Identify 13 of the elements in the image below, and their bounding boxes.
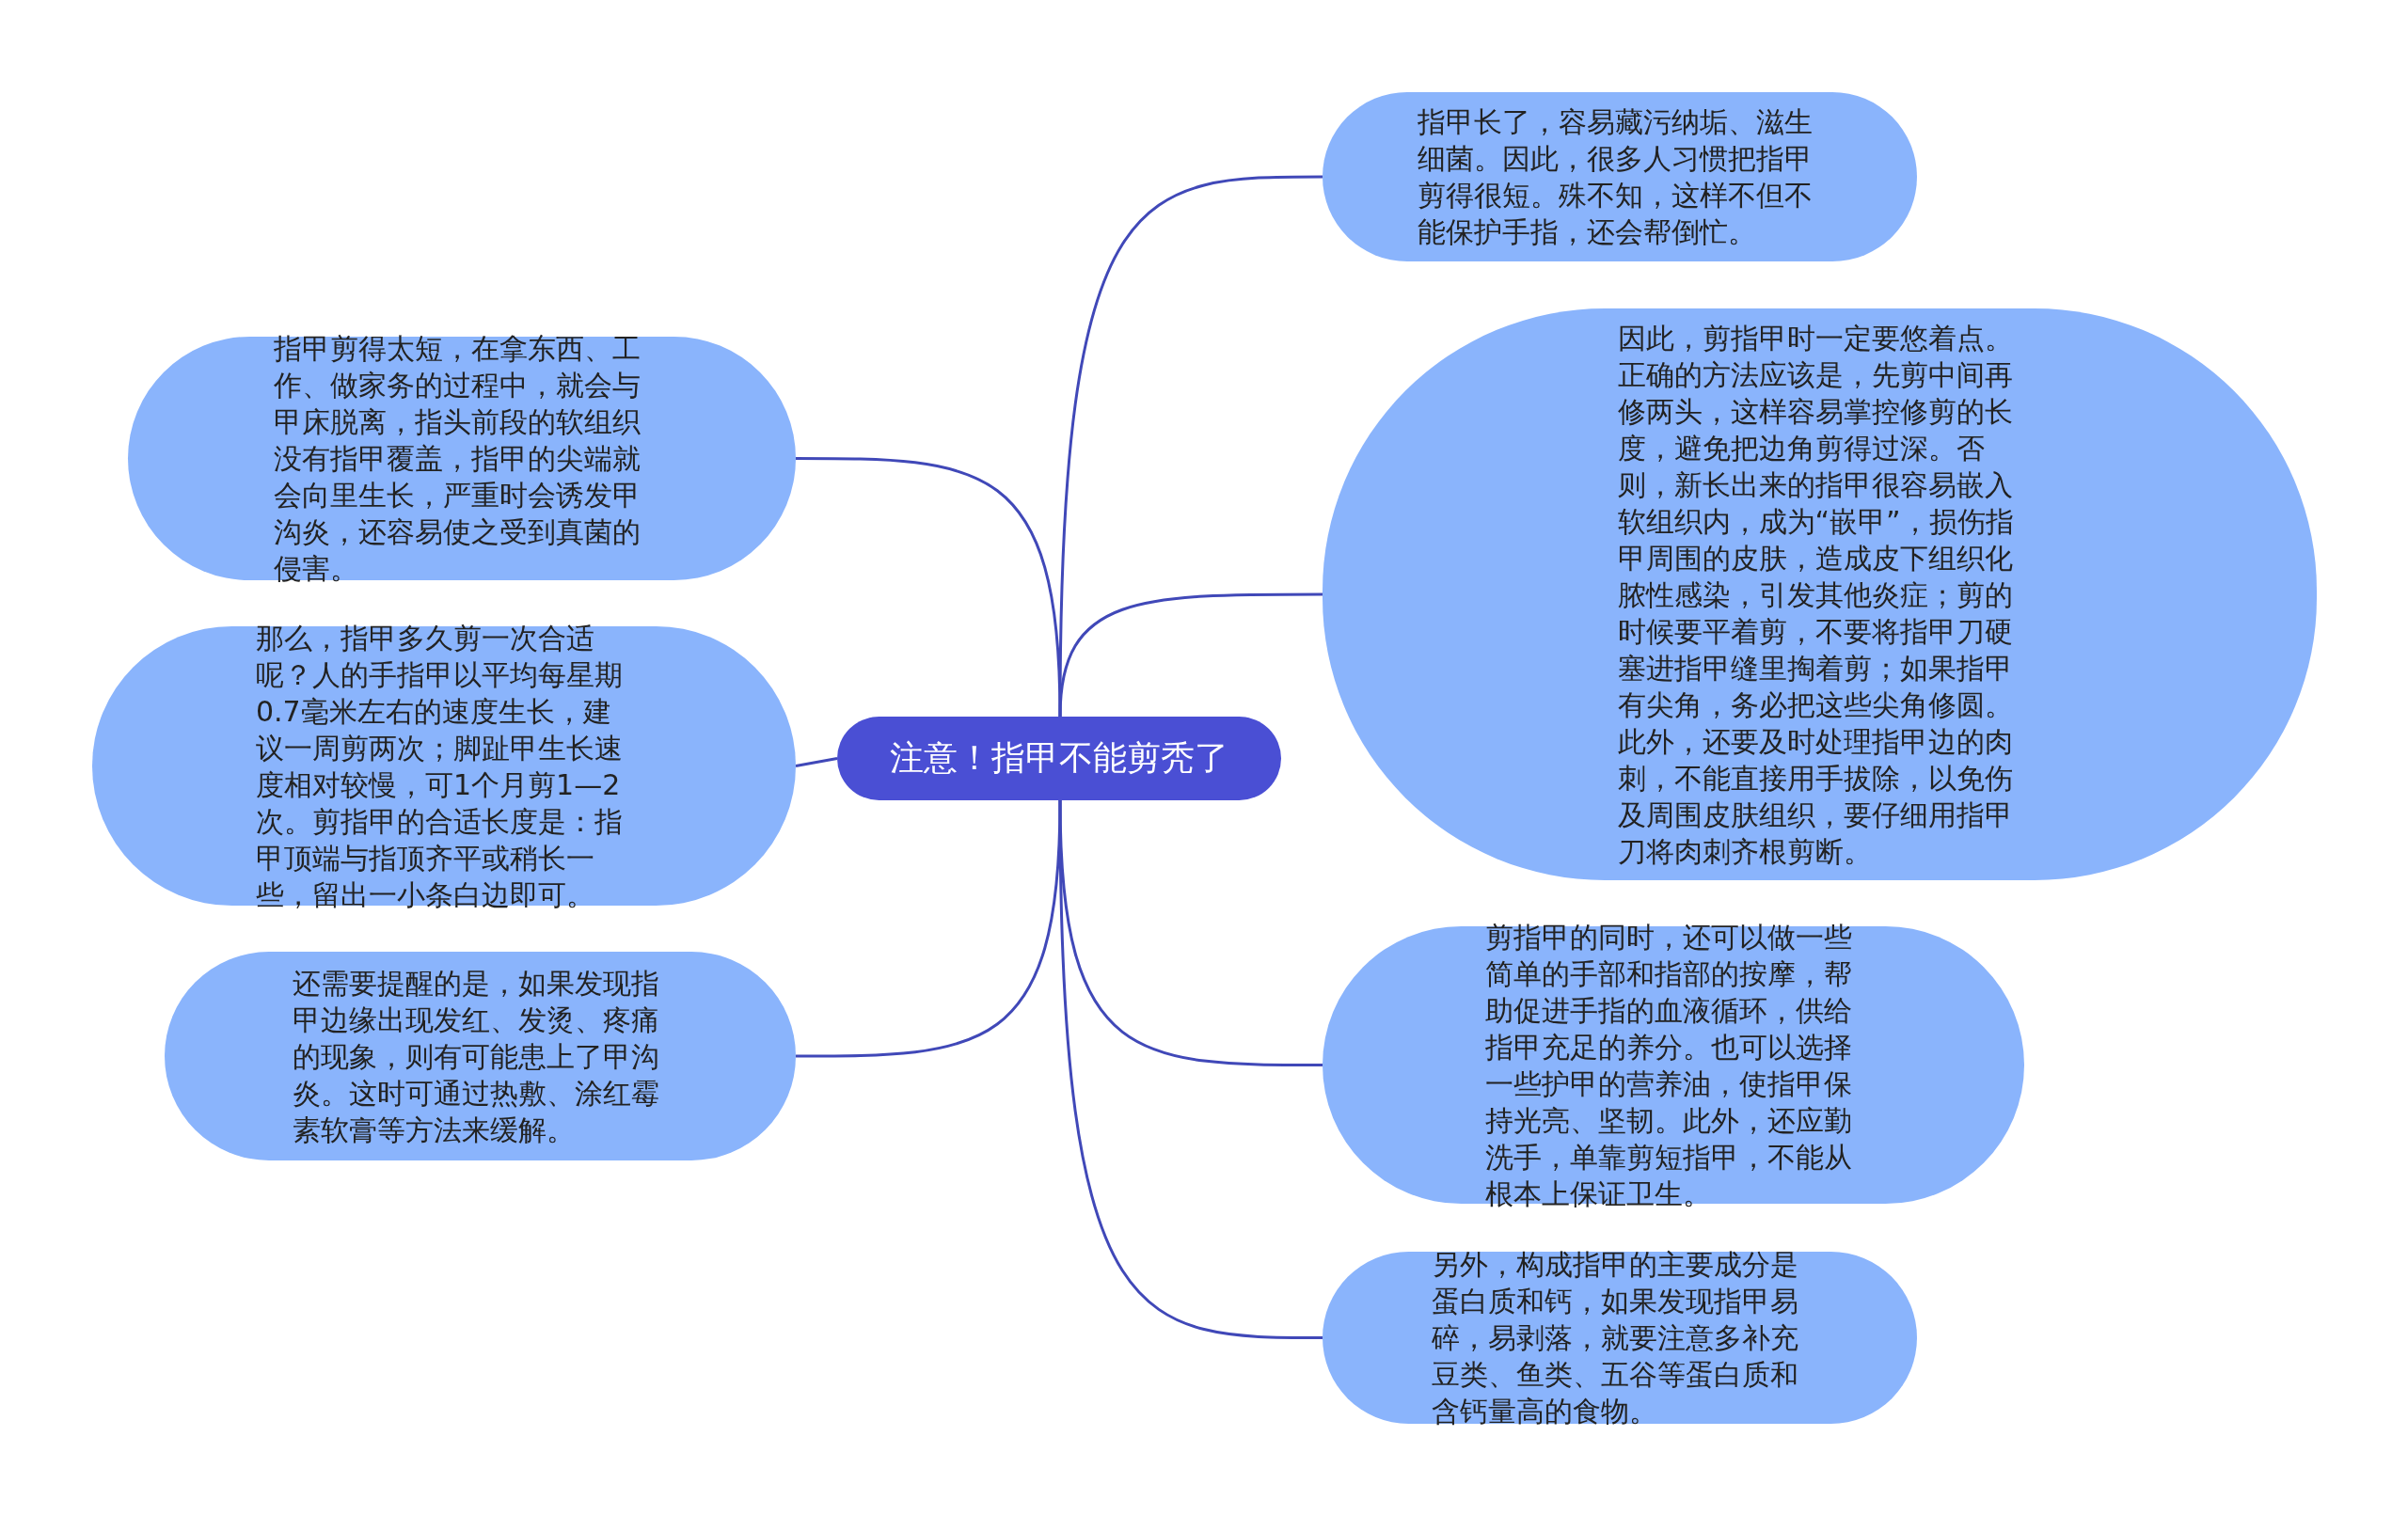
topic-text: 还需要提醒的是，如果发现指甲边缘出现发红、发烫、疼痛的现象，则有可能患上了甲沟炎。这时可通过热敷、涂红霉素软膏等方法来缓解。 [292, 965, 660, 1148]
connector-line [796, 457, 1062, 718]
topic-text: 剪指甲的同时，还可以做一些简单的手部和指部的按摩，帮助促进手指的血液循环，供给指甲充足的养分。也可以选择一些护甲的营养油，使指甲保持光亮、坚韧。此外，还应勤洗手，单靠剪短指甲，不能从根本上保证卫生。 [1485, 919, 1853, 1212]
topic-text: 因此，剪指甲时一定要悠着点。正确的方法应该是，先剪中间再修两头，这样容易掌控修剪的长度，避免把边角剪得过深。否则，新长出来的指甲很容易嵌入软组织内，成为“嵌甲”，损伤指甲周围的皮肤，造成皮下组织化脓性感染，引发其他炎症；剪的时候要平着剪，不要将指甲刀硬塞进指甲缝里掏着剪；如果指甲有尖角，务必把这些尖角修圆。此外，还要及时处理指甲边的肉刺，不能直接用手拔除，以免伤及周围皮肤组织，要仔细用指甲刀将肉刺齐根剪断。 [1617, 320, 2015, 870]
topic-text: 另外，构成指甲的主要成分是蛋白质和钙，如果发现指甲易碎，易剥落，就要注意多补充豆类、鱼类、五谷等蛋白质和含钙量高的食物。 [1432, 1247, 1799, 1429]
topic-text: 那么，指甲多久剪一次合适呢？人的手指甲以平均每星期0.7毫米左右的速度生长，建议一周剪两次；脚趾甲生长速度相对较慢，可1个月剪1—2次。剪指甲的合适长度是：指甲顶端与指顶齐平或稍长一些，留出一小条白边即可。 [256, 620, 624, 913]
topic-text: 指甲剪得太短，在拿东西、工作、做家务的过程中，就会与甲床脱离，指头前段的软组织没有指甲覆盖，指甲的尖端就会向里生长，严重时会诱发甲沟炎，还容易使之受到真菌的侵害。 [274, 331, 642, 587]
connector-line [795, 757, 838, 767]
topic-text: 指甲长了，容易藏污纳垢、滋生细菌。因此，很多人习惯把指甲剪得很短。殊不知，这样不但不能保护手指，还会帮倒忙。 [1418, 104, 1814, 250]
connector-line [796, 799, 1062, 1058]
connector-line [1058, 592, 1323, 718]
topic-title: 注意！指甲不能剪秃了 [890, 737, 1228, 779]
connector-line [1058, 799, 1323, 1339]
